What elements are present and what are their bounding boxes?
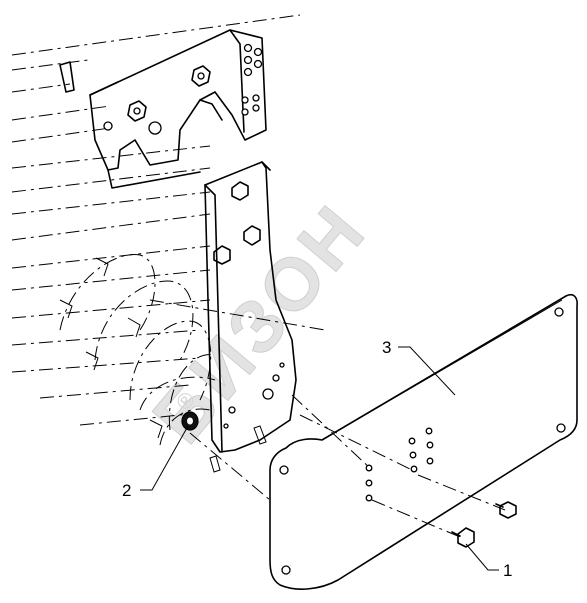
side-plate	[204, 161, 297, 473]
auger-assembly	[11, 14, 326, 446]
part-1-bolts	[371, 474, 517, 548]
callout-1: 1	[503, 561, 512, 580]
upper-frame	[89, 29, 267, 189]
callouts: 3 2 1	[122, 338, 512, 580]
part-2-nut	[181, 411, 199, 431]
callout-3: 3	[382, 338, 391, 357]
part-3-plate	[189, 293, 578, 590]
callout-2: 2	[122, 481, 131, 500]
